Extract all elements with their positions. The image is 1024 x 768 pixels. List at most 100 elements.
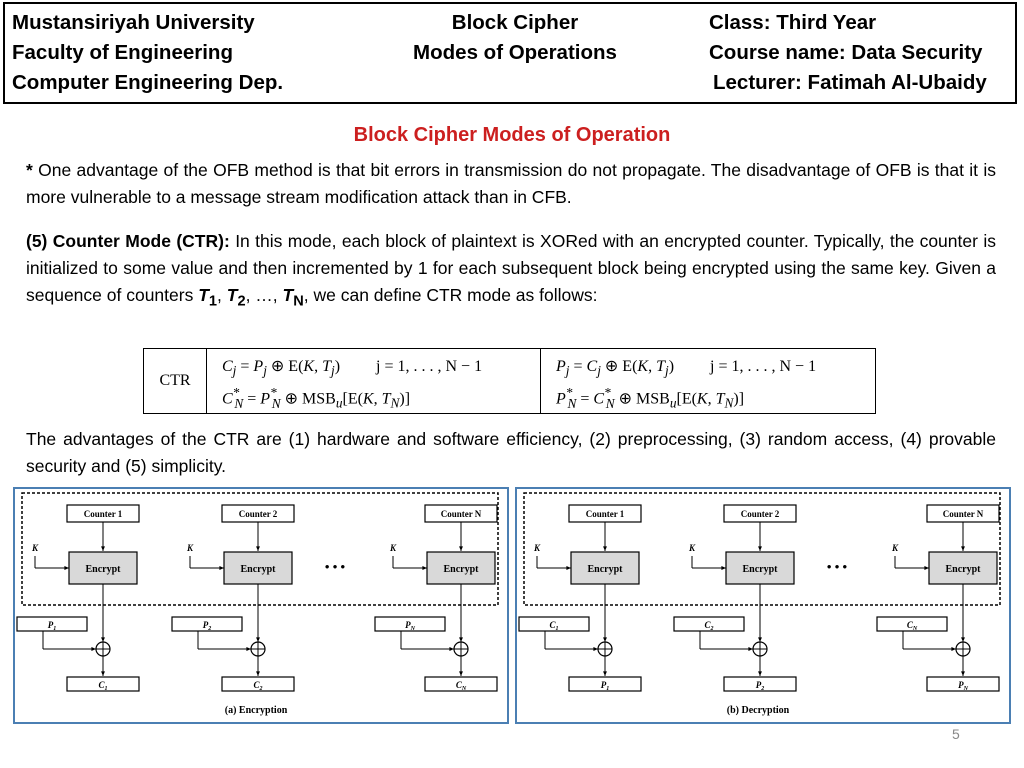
output-arrow-head — [459, 671, 463, 676]
input-label: C2 — [704, 620, 713, 632]
counter-tn: T — [282, 285, 294, 305]
counter-region-dashed — [21, 492, 499, 606]
figure-caption: (a) Encryption — [225, 705, 288, 716]
counter-t1: T — [198, 285, 209, 305]
input-box — [876, 616, 948, 632]
counter-t1-sub: 1 — [208, 293, 218, 310]
counter-tn-sub: N — [293, 293, 304, 310]
key-arrow-head — [422, 566, 427, 570]
output-label: C1 — [98, 680, 107, 692]
counter-label: Counter 1 — [84, 509, 123, 519]
output-arrow-head — [603, 671, 607, 676]
input-box — [171, 616, 243, 632]
key-label: K — [31, 543, 39, 553]
header-right: Class: Third Year Course name: Data Secu… — [709, 8, 987, 98]
input-arrow-head — [449, 647, 454, 651]
keystream-arrow-head — [101, 637, 105, 642]
counter-label: Counter N — [943, 509, 984, 519]
enc-formula-1: Cj = Pj ⊕ E(K, Tj) j = 1, . . . , N − 1 — [222, 358, 483, 379]
key-label: K — [688, 543, 696, 553]
topic-line-2: Modes of Operations — [413, 41, 617, 64]
output-arrow-head — [101, 671, 105, 676]
output-label: P2 — [756, 680, 765, 692]
keystream-arrow-head — [603, 637, 607, 642]
page-title: Block Cipher Modes of Operation — [353, 124, 671, 146]
ctr-label: CTR — [144, 349, 207, 413]
counter-arrow-head — [603, 546, 607, 551]
lecturer-label: Lecturer: Fatimah Al-Ubaidy — [713, 71, 987, 94]
keystream-arrow-head — [961, 637, 965, 642]
input-box — [673, 616, 745, 632]
input-label: PN — [405, 620, 416, 632]
key-label: K — [891, 543, 899, 553]
keystream-arrow-head — [256, 637, 260, 642]
page-number: 5 — [952, 726, 960, 742]
advantages-paragraph: The advantages of the CTR are (1) hardwa… — [26, 429, 996, 476]
input-arrow-head — [951, 647, 956, 651]
key-arrow-head — [566, 566, 571, 570]
dec-formula-2: P*N = C*N ⊕ MSBu[E(K, TN)] — [556, 385, 745, 411]
counter-arrow-head — [961, 546, 965, 551]
input-arrow-head — [748, 647, 753, 651]
ctr-text-a: In this mode, each block of plaintext is… — [26, 231, 996, 305]
keystream-arrow-head — [758, 637, 762, 642]
key-arrow-head — [64, 566, 69, 570]
department-name: Computer Engineering Dep. — [12, 71, 284, 94]
encrypt-label: Encrypt — [444, 564, 480, 575]
encrypt-label: Encrypt — [588, 564, 624, 575]
output-label: P1 — [601, 680, 610, 692]
input-arrow-head — [246, 647, 251, 651]
key-label: K — [533, 543, 541, 553]
counter-label: Counter 1 — [586, 509, 625, 519]
dec-formula-1: Pj = Cj ⊕ E(K, Tj) j = 1, . . . , N − 1 — [556, 358, 817, 379]
keystream-arrow-head — [459, 637, 463, 642]
class-label: Class: Third Year — [709, 11, 877, 34]
output-arrow-head — [256, 671, 260, 676]
key-arrow-head — [721, 566, 726, 570]
input-box — [374, 616, 446, 632]
topic-line-1: Block Cipher — [451, 11, 579, 34]
encrypt-label: Encrypt — [86, 564, 122, 575]
output-box — [424, 676, 498, 692]
output-arrow-head — [758, 671, 762, 676]
counter-label: Counter 2 — [239, 509, 278, 519]
figure-caption: (b) Decryption — [727, 705, 790, 716]
header-box: Mustansiriyah University Faculty of Engi… — [3, 2, 1017, 104]
header-middle: Block Cipher Modes of Operations — [385, 8, 645, 68]
encrypt-box — [223, 551, 293, 585]
key-arrow-head — [219, 566, 224, 570]
counter-region-dashed — [523, 492, 1001, 606]
output-label: CN — [456, 680, 467, 692]
output-box — [221, 676, 295, 692]
input-arrow-head — [91, 647, 96, 651]
input-arrow-head — [593, 647, 598, 651]
counter-arrow-head — [758, 546, 762, 551]
counter-arrow-head — [256, 546, 260, 551]
output-arrow-head — [961, 671, 965, 676]
input-box — [16, 616, 88, 632]
ctr-formula-table: CTR Cj = Pj ⊕ E(K, Tj) j = 1, . . . , N … — [143, 348, 876, 414]
key-arrow-head — [924, 566, 929, 570]
input-label: CN — [907, 620, 918, 632]
output-label: C2 — [253, 680, 262, 692]
input-label: P1 — [48, 620, 57, 632]
table-divider — [540, 349, 541, 413]
key-label: K — [186, 543, 194, 553]
ctr-text-b: , we can define CTR mode as follows: — [303, 285, 598, 305]
output-label: PN — [958, 680, 969, 692]
ellipsis-dots: • • • — [827, 559, 848, 574]
output-box — [568, 676, 642, 692]
university-name: Mustansiriyah University — [12, 11, 255, 34]
counter-arrow-head — [459, 546, 463, 551]
input-label: C1 — [549, 620, 558, 632]
counter-arrow-head — [101, 546, 105, 551]
sep-ellipsis: , …, — [245, 285, 283, 305]
input-label: P2 — [203, 620, 212, 632]
ellipsis-dots: • • • — [325, 559, 346, 574]
faculty-name: Faculty of Engineering — [12, 41, 233, 64]
encrypt-label: Encrypt — [946, 564, 982, 575]
